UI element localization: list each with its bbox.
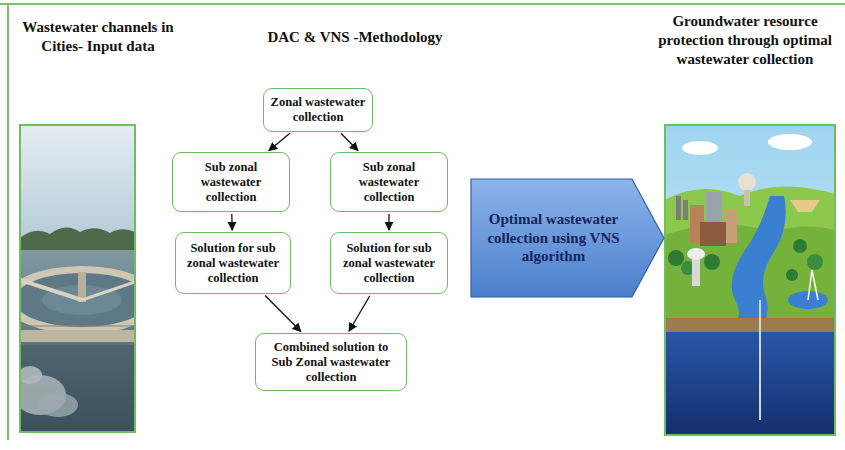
node-text: Sub zonal wastewater collection — [179, 160, 283, 205]
node-text: Sub zonal wastewater collection — [337, 160, 441, 205]
frame-line — [7, 4, 9, 440]
node-text: Zonal wastewater collection — [270, 95, 366, 125]
node-text: Combined solution to Sub Zonal wastewate… — [262, 340, 400, 385]
flow-arrow — [265, 295, 301, 331]
frame-line — [0, 3, 845, 5]
process-box: Combined solution to Sub Zonal wastewate… — [255, 333, 407, 391]
illustration-frame — [665, 125, 835, 435]
heading-label: Groundwater resource protection through … — [648, 12, 842, 68]
process-box: Solution for sub zonal wastewater collec… — [330, 232, 448, 294]
heading-label: Wastewater channels in Cities- Input dat… — [18, 18, 178, 56]
treatment-plant-photo — [20, 125, 135, 432]
groundwater-landscape — [665, 125, 835, 435]
node-text: Optimal wastewater collection using VNS … — [480, 210, 627, 266]
flow-arrow — [269, 133, 290, 150]
node-text: Solution for sub zonal wastewater collec… — [337, 241, 441, 286]
flow-arrow — [341, 133, 358, 150]
photo-frame — [20, 125, 135, 432]
flow-arrow — [388, 214, 389, 230]
process-box: Zonal wastewater collection — [263, 88, 373, 132]
process-box: Sub zonal wastewater collection — [172, 152, 290, 212]
process-box: Solution for sub zonal wastewater collec… — [175, 232, 291, 294]
flow-arrow — [349, 296, 370, 332]
heading-label: DAC & VNS -Methodology — [245, 28, 465, 47]
flow-arrow — [231, 214, 233, 230]
arrow-shape: Optimal wastewater collection using VNS … — [470, 178, 665, 298]
process-box: Sub zonal wastewater collection — [330, 152, 448, 212]
node-text: Solution for sub zonal wastewater collec… — [182, 241, 284, 286]
